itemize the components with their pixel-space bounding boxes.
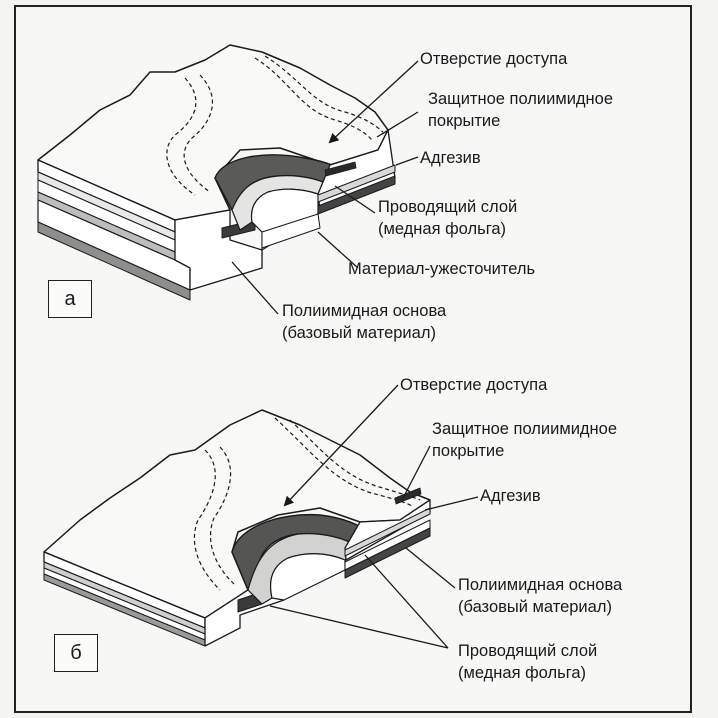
panel-a-right-layer [317,164,396,203]
label-a-coverlay-line2: покрытие [428,112,501,130]
leader-b-adhesive [424,496,479,511]
panel-b-leaders [269,384,479,649]
panel-a-tag: а [48,280,92,318]
panel-b-hidden-trace [193,449,221,591]
label-b-adhesive: Адгезив [480,487,541,505]
leader-a-base [231,261,279,315]
panel-b-right-layer [344,527,431,579]
leader-b-coverlay [401,445,431,501]
leader-b-conductor-2 [364,554,449,649]
label-a-coverlay-line1: Защитное полиимидное [428,90,614,108]
leader-a-stiffener [317,231,359,269]
leader-b-conductor-1 [269,605,449,649]
leader-a-access-hole [328,60,419,144]
panel-a-notch [174,209,263,291]
label-b-access-hole: Отверстие доступа [400,376,548,394]
panel-b-diagram [43,409,431,647]
label-b-coverlay-line2: покрытие [432,442,505,460]
leader-a-coverlay [376,111,419,138]
label-b-base-line1: Полиимидная основа [458,576,623,594]
label-b-base-line2: (базовый материал) [458,598,612,616]
label-a-adhesive: Адгезив [420,149,481,167]
leader-b-base [405,547,456,589]
panel-a-right-layer [317,175,396,215]
panel-a-diagram [37,44,396,301]
panel-b-right-layer [344,507,431,557]
label-b-conductor-line1: Проводящий слой [458,642,598,660]
panel-a-hidden-trace [166,77,197,196]
panel-a-hidden-trace [183,74,214,193]
panel-a-leaders [231,60,419,315]
label-a-base-line2: (базовый материал) [282,324,436,342]
panel-b-hidden-trace [209,446,235,585]
leader-b-access-hole [283,384,399,507]
label-b-coverlay-line1: Защитное полиимидное [432,420,618,438]
panel-a-copper-strip [324,161,357,177]
label-a-base-line1: Полиимидная основа [282,302,447,320]
leader-a-conductor [334,185,376,214]
label-a-stiffener: Материал-ужесточитель [348,260,536,278]
panel-a-hidden-trace [264,55,384,133]
label-a-conductor-line2: (медная фольга) [378,220,507,238]
panel-b-hole-floor [269,553,346,601]
label-a-access-hole: Отверстие доступа [420,50,568,68]
panel-a-right-layer [261,213,321,249]
panel-b-tag: б [54,634,98,672]
panel-a-hidden-trace [254,57,373,141]
leader-a-adhesive [395,156,419,166]
panel-a-front-layer [37,221,191,301]
panel-b-copper-strip [394,487,422,505]
label-b-conductor-line2: (медная фольга) [458,664,587,682]
label-a-conductor-line1: Проводящий слой [378,198,518,216]
